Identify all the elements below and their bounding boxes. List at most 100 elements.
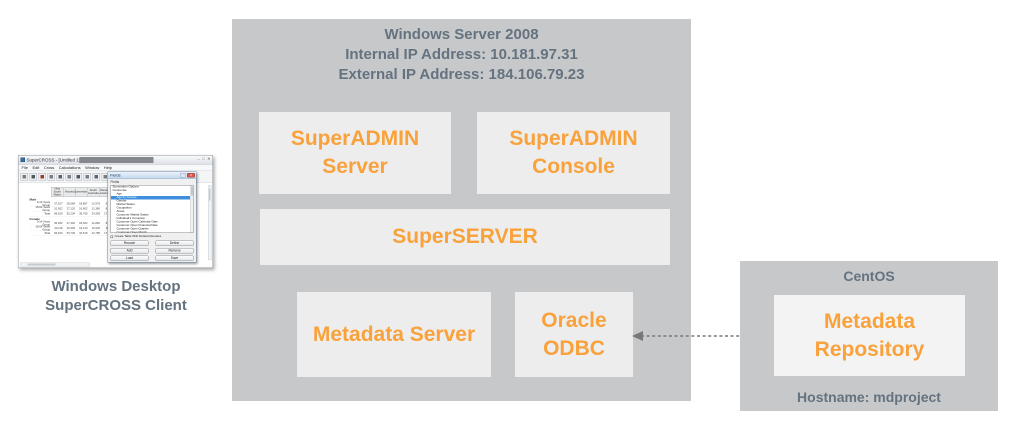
table-cell: 16,902 bbox=[79, 207, 88, 211]
menu-item-file: File bbox=[21, 165, 28, 170]
table-cell: 11,380 bbox=[91, 207, 100, 211]
column-header: New South Wales bbox=[51, 187, 64, 197]
column-header: Queensland bbox=[74, 187, 89, 197]
dialog-window-buttons: ✕ bbox=[180, 173, 195, 178]
dialog-button-remove: Remove bbox=[155, 248, 194, 254]
menu-item-cross: Cross bbox=[43, 165, 55, 170]
table-group-row: Male bbox=[30, 197, 115, 202]
horizontal-scrollbar bbox=[20, 262, 90, 267]
menu-item-edit: Edit bbox=[32, 165, 40, 170]
table-cell: 11,860 bbox=[91, 221, 100, 225]
fields-list-item: Areas bbox=[116, 210, 125, 213]
superadmin-console-box: SuperADMIN Console bbox=[477, 112, 670, 194]
fields-list-item: Customer Marital Status bbox=[116, 213, 149, 217]
toolbar-icon-glyph bbox=[31, 175, 35, 179]
table-cell: 26,305 bbox=[66, 226, 75, 230]
titlebar-shade bbox=[79, 157, 154, 163]
toolbar-icon bbox=[65, 173, 73, 181]
fields-list-item: Marital Status bbox=[116, 203, 135, 206]
caption-line2: SuperCROSS Client bbox=[45, 297, 187, 314]
dialog-button-define: Define bbox=[155, 240, 194, 246]
list-scrollbar bbox=[190, 185, 193, 233]
window-control-icon: □ bbox=[202, 156, 205, 162]
row-label: Total bbox=[44, 231, 50, 235]
fields-list-item: Age bbox=[116, 192, 122, 196]
dialog-titlebar: Fields ✕ bbox=[108, 172, 196, 179]
toolbar-icon bbox=[83, 173, 91, 181]
table-cell: 30,118 bbox=[54, 226, 63, 230]
toolbar-icon-glyph bbox=[67, 175, 71, 179]
centos-panel: CentOS Metadata Repository Hostname: mdp… bbox=[740, 261, 998, 411]
metadata-repository-label: Metadata Repository bbox=[814, 309, 925, 361]
app-icon bbox=[20, 157, 25, 162]
server-internal-ip: Internal IP Address: 10.181.97.31 bbox=[345, 46, 578, 63]
dialog-button-add: Add bbox=[110, 248, 149, 254]
table-cell: 34,515 bbox=[79, 231, 88, 235]
fields-list-item: Customer Open Calendar Date bbox=[116, 220, 158, 224]
table-cell: 53,725 bbox=[66, 231, 75, 235]
toolbar-icon-glyph bbox=[22, 175, 26, 179]
row-label: 15-64 Years Group bbox=[35, 205, 50, 212]
row-label: 0-14 Years Group bbox=[36, 220, 50, 227]
table-cell: 24,359 bbox=[91, 212, 100, 216]
menu-item-calculations: Calculations bbox=[58, 165, 81, 170]
superserver-label: SuperSERVER bbox=[392, 225, 538, 248]
vertical-scrollbar bbox=[208, 185, 212, 260]
toolbar-icon bbox=[56, 173, 64, 181]
dialog-help-button bbox=[180, 173, 186, 178]
menu-item-window: Window bbox=[85, 165, 100, 170]
fields-list-item: Customer Open Month bbox=[116, 231, 147, 233]
checkbox-label: Create Table With Default Recodes bbox=[114, 235, 162, 238]
fields-list-item: Individual's Company bbox=[116, 217, 145, 220]
table-cell: 35,769 bbox=[79, 212, 88, 216]
oracle-odbc-box: Oracle ODBC bbox=[515, 292, 633, 377]
toolbar-icon bbox=[20, 173, 28, 181]
toolbar-icon-glyph bbox=[40, 175, 44, 179]
table-cell: 12,979 bbox=[91, 202, 100, 206]
row-label: 15-64 Years Group bbox=[35, 225, 50, 232]
table-cell: 31,002 bbox=[54, 207, 63, 211]
scrollbar-thumb bbox=[27, 263, 56, 266]
client-caption: Windows Desktop SuperCROSS Client bbox=[5, 277, 227, 315]
fields-list-item: Customer Open Financial Date bbox=[116, 224, 158, 227]
table-cell: 16,213 bbox=[79, 226, 88, 230]
table-corner bbox=[30, 187, 52, 197]
fields-list-item: Summation Options bbox=[112, 185, 139, 189]
metadata-server-label: Metadata Server bbox=[312, 322, 476, 346]
toolbar-icon-glyph bbox=[76, 175, 80, 179]
row-group-label: Female bbox=[29, 218, 40, 221]
centos-hostname: Hostname: mdproject bbox=[797, 389, 941, 405]
fields-list-item: Age by Groups bbox=[111, 196, 193, 200]
superserver-box: SuperSERVER bbox=[260, 209, 670, 265]
toolbar-icon-glyph bbox=[103, 175, 107, 179]
metadata-server-box: Metadata Server bbox=[297, 292, 491, 377]
toolbar-icon bbox=[47, 173, 55, 181]
dialog-button-save: Save bbox=[155, 255, 194, 261]
centos-title: CentOS bbox=[843, 268, 895, 284]
window-title: SuperCROSS - [Untitled 1] bbox=[26, 157, 81, 163]
toolbar-icon bbox=[92, 173, 100, 181]
row-label: 0-14 Years Group bbox=[36, 200, 50, 207]
table-cell: 28,084 bbox=[66, 202, 75, 206]
metadata-repository-box: Metadata Repository bbox=[774, 295, 965, 376]
window-titlebar: SuperCROSS - [Untitled 1] –□✕ bbox=[18, 155, 213, 165]
dialog-button-recode: Recode bbox=[110, 240, 149, 246]
table-cell: 55,204 bbox=[66, 212, 75, 216]
fields-list-item: Occupation bbox=[116, 206, 132, 210]
dialog-button-load: Load bbox=[110, 255, 149, 261]
superadmin-server-label: SuperADMIN Server bbox=[290, 127, 420, 178]
windows-server-panel: Windows Server 2008 Internal IP Address:… bbox=[232, 19, 691, 401]
window-controls: –□✕ bbox=[198, 157, 211, 162]
fields-label: Fields bbox=[110, 180, 120, 185]
toolbar-icon-glyph bbox=[58, 175, 62, 179]
dialog-title: Fields bbox=[110, 173, 121, 178]
server-title: Windows Server 2008 bbox=[384, 26, 539, 43]
oracle-odbc-label: Oracle ODBC bbox=[541, 308, 607, 360]
